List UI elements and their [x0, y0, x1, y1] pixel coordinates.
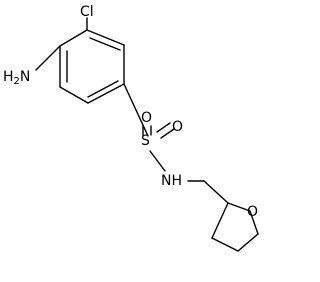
atom-o-top-label: O: [141, 110, 152, 126]
bond-c4-c5: [59, 86, 89, 104]
atom-o-bottom-label: O: [172, 119, 183, 135]
atom-nh2-n: N: [20, 69, 30, 85]
bond-thf-c5-c4: [237, 233, 259, 252]
bond-lines: [35, 17, 259, 252]
bond-c1-c2: [86, 29, 125, 46]
bond-thf-o-c5: [249, 210, 259, 235]
atom-nh2-label: H2N: [3, 69, 30, 87]
atom-nh2-h: H: [3, 69, 14, 85]
atom-labels: Cl H2N O S O NH O: [3, 4, 258, 220]
atom-nh-label: NH: [161, 173, 182, 189]
atom-nh2-subscript: 2: [14, 76, 20, 87]
atom-s-label: S: [141, 133, 150, 149]
bond-c6-nh2: [35, 45, 61, 71]
bond-s-o-right-a: [156, 122, 171, 133]
bond-thf-c3-c2: [211, 202, 229, 239]
atom-o-ring-label: O: [247, 204, 258, 220]
bond-s-o-right-b: [160, 128, 175, 139]
bond-s-nh: [149, 150, 166, 172]
molecule-diagram: Cl H2N O S O NH O: [3, 4, 259, 252]
bond-c3-c4: [87, 83, 125, 104]
atom-cl-label: Cl: [80, 4, 94, 20]
bond-thf-c2-o: [227, 202, 251, 212]
bond-thf-c4-c3: [211, 237, 239, 252]
bond-c6-c1: [59, 29, 88, 47]
bond-ch2-ring: [203, 180, 229, 204]
bond-c3-c4-inner: [87, 80, 119, 98]
bond-c3-s: [123, 83, 149, 137]
bond-c1-c2-inner: [89, 37, 121, 51]
